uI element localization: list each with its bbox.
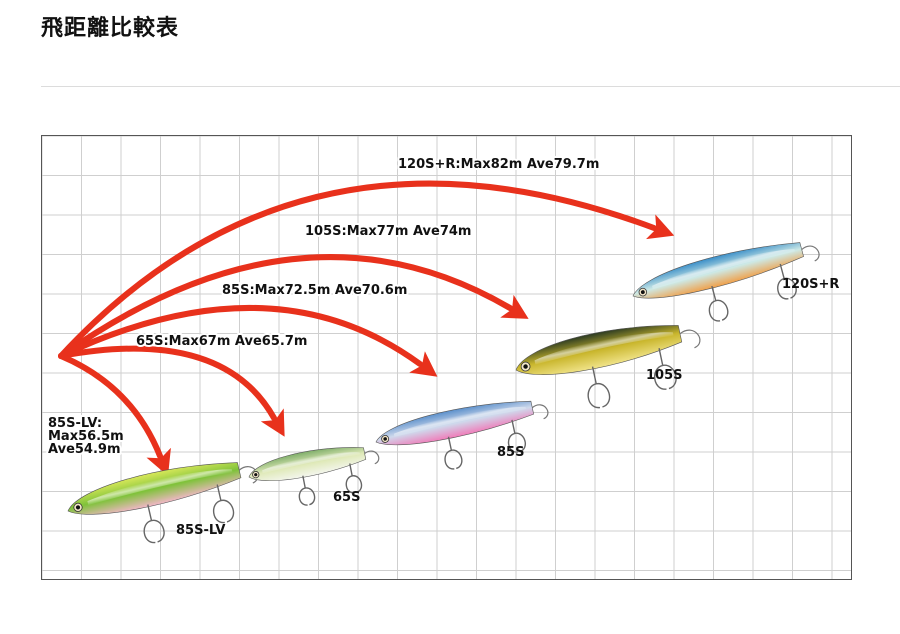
- arrow-65s: [58, 345, 285, 437]
- arrow-120s-r: [58, 180, 675, 359]
- lure-label-65s: 65S: [333, 490, 360, 505]
- lure-label-85s-lv: 85S-LV: [176, 523, 225, 538]
- lure-label-105s: 105S: [646, 368, 683, 383]
- background-grid: [42, 136, 851, 579]
- arrow-label-65s: 65S:Max67m Ave65.7m: [136, 334, 307, 349]
- lure-105s: [515, 325, 701, 409]
- lure-label-120s-r: 120S+R: [782, 277, 839, 292]
- arrow-85s: [58, 305, 438, 377]
- lure-120s-r: [632, 242, 820, 322]
- page-title: 飛距離比較表: [41, 16, 180, 41]
- arrow-label-105s: 105S:Max77m Ave74m: [305, 224, 471, 239]
- arrow-label-85s: 85S:Max72.5m Ave70.6m: [222, 283, 407, 298]
- arrow-label-85s-lv: 85S-LV: Max56.5m Ave54.9m: [48, 416, 128, 457]
- arrow-label-120s-r: 120S+R:Max82m Ave79.7m: [398, 157, 599, 172]
- distance-comparison-figure: 120S+R:Max82m Ave79.7m 105S:Max77m Ave74…: [41, 135, 852, 580]
- lure-85s-lv: [67, 462, 259, 544]
- lure-85s: [375, 400, 549, 470]
- arrow-105s: [58, 254, 529, 359]
- lure-65s: [248, 447, 380, 506]
- arrow-85s-lv: [58, 353, 171, 477]
- title-divider: [41, 86, 900, 87]
- lure-label-85s: 85S: [497, 445, 524, 460]
- distance-diagram: 120S+R:Max82m Ave79.7m 105S:Max77m Ave74…: [42, 136, 851, 579]
